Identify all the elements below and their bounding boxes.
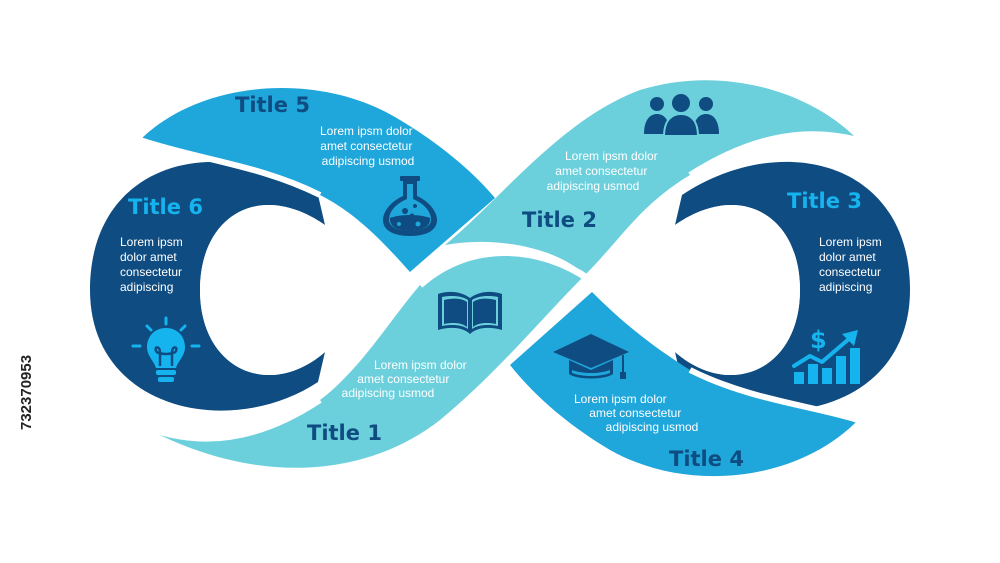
- people-group-icon: [644, 92, 719, 137]
- band-segment-2[interactable]: [445, 80, 858, 275]
- separator-left-top: [139, 137, 322, 198]
- separator-center: [417, 249, 593, 288]
- stock-id-vertical: 732370953: [18, 355, 35, 430]
- title-6: Title 6: [128, 195, 203, 219]
- growth-chart-dollar-icon: $: [792, 326, 860, 384]
- text-block-4: Lorem ipsm dolor amet consectetur adipis…: [574, 392, 698, 434]
- lightbulb-icon: [131, 316, 201, 382]
- text-block-3: Lorem ipsm dolor amet consectetur adipis…: [819, 235, 885, 294]
- separator-right-bottom: [688, 367, 859, 423]
- flask-icon: [383, 176, 437, 236]
- hole-left: [200, 205, 325, 376]
- separator-right-top: [688, 131, 859, 178]
- title-2: Title 2: [522, 208, 597, 232]
- title-1: Title 1: [307, 421, 382, 445]
- hole-right: [675, 205, 800, 376]
- title-5: Title 5: [235, 93, 310, 117]
- text-block-2: Lorem ipsm dolor amet consectetur adipis…: [547, 149, 661, 193]
- text-block-6: Lorem ipsm dolor amet consectetur adipis…: [120, 235, 186, 294]
- open-book-icon: [438, 291, 502, 334]
- graduation-cap-icon: [553, 334, 629, 379]
- title-3: Title 3: [787, 189, 862, 213]
- text-block-5: Lorem ipsm dolor amet consectetur adipis…: [320, 124, 416, 168]
- ribbon-bands: [90, 80, 910, 477]
- title-4: Title 4: [669, 447, 744, 471]
- text-block-1: Lorem ipsm dolor amet consectetur adipis…: [342, 358, 470, 400]
- svg-text:$: $: [810, 326, 827, 354]
- separator-left-bottom: [138, 397, 322, 442]
